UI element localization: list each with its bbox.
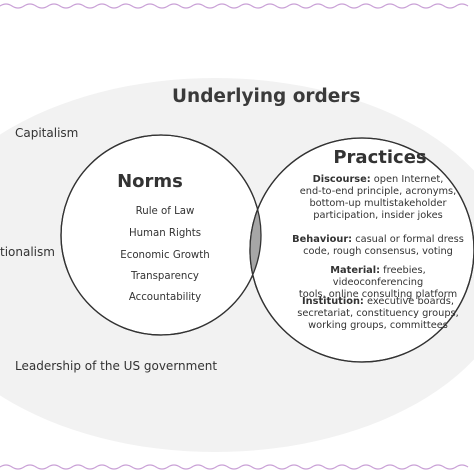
practices-material: Material: freebies, videoconferencing to…: [288, 265, 468, 301]
practices-institution: Institution: executive boards, secretari…: [288, 296, 468, 332]
norms-heading: Norms: [117, 171, 183, 192]
category-text: open Internet,: [370, 174, 444, 185]
category-text: casual or formal dress: [352, 234, 464, 245]
practices-discourse: Discourse: open Internet, end-to-end pri…: [288, 174, 468, 222]
practices-heading: Practices: [333, 147, 427, 168]
category-label: Material:: [330, 265, 381, 276]
category-label: Discourse:: [312, 174, 371, 185]
norm-item: Accountability: [128, 292, 202, 303]
category-text: executive boards,: [363, 296, 454, 307]
practices-behaviour: Behaviour: casual or formal dress code, …: [288, 234, 468, 258]
category-text: end-to-end principle, acronyms,: [299, 186, 457, 197]
norms-circle-outline: [60, 134, 262, 336]
outer-label-capitalism: Capitalism: [15, 126, 79, 140]
outer-label-leadership: Leadership of the US government: [15, 359, 218, 373]
diagram-title: Underlying orders: [172, 86, 361, 107]
category-text: participation, insider jokes: [313, 210, 443, 221]
practices-circle-outline: [249, 137, 474, 363]
norm-item: Rule of Law: [135, 206, 195, 217]
category-label: Institution:: [302, 296, 364, 307]
category-text: bottom-up multistakeholder: [309, 198, 447, 209]
category-label: Behaviour:: [292, 234, 353, 245]
category-text: working groups, committees: [308, 320, 448, 331]
top-wavy-border: [0, 3, 469, 9]
norm-item: Economic Growth: [120, 250, 210, 261]
norm-item: Transparency: [131, 271, 199, 282]
bottom-wavy-border: [0, 464, 469, 470]
norm-item: Human Rights: [128, 228, 202, 239]
outer-label-nationalism: tionalism: [0, 245, 55, 259]
category-text: secretariat, constituency groups,: [297, 308, 459, 319]
category-text: tools, online consulting platform: [298, 289, 458, 300]
category-text: freebies, videoconferencing: [332, 265, 426, 288]
category-text: code, rough consensus, voting: [303, 246, 453, 257]
